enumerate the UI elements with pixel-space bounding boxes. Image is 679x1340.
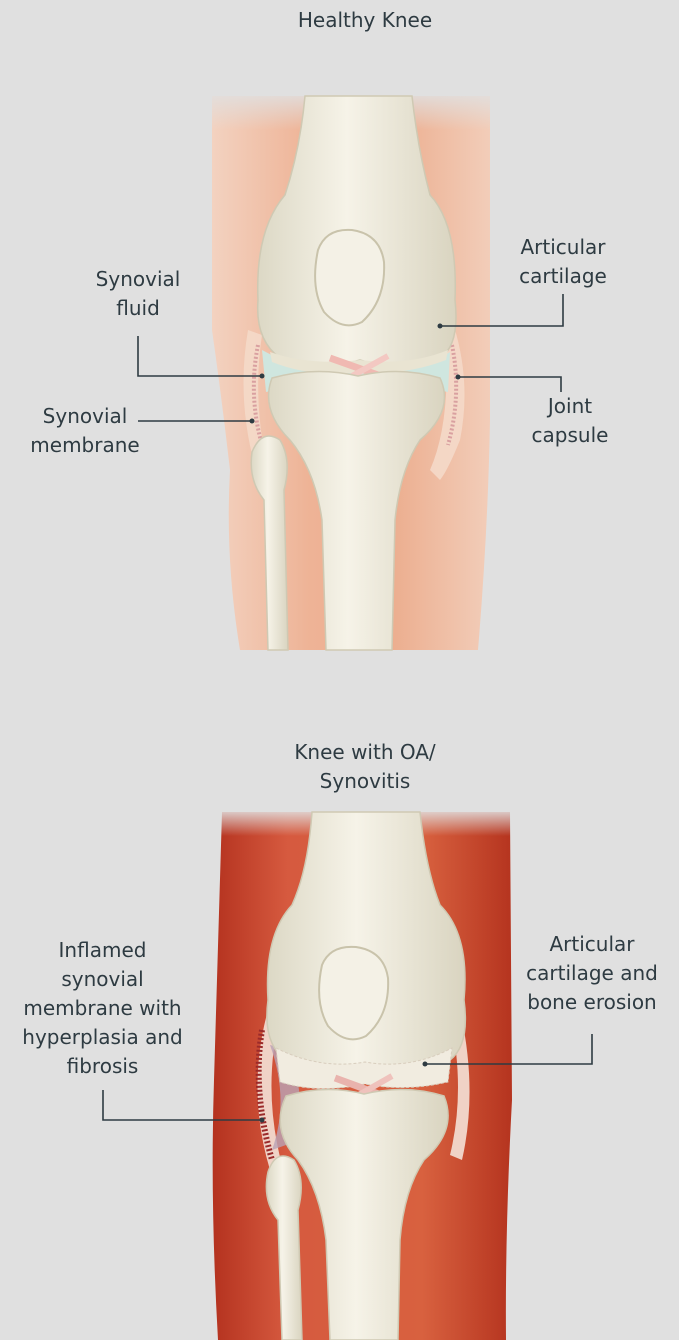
label-joint-capsule: Joint capsule bbox=[510, 392, 630, 450]
label-articular-cartilage: Articular cartilage bbox=[503, 233, 623, 291]
label-synovial-membrane: Synovial membrane bbox=[25, 402, 145, 460]
label-cartilage-erosion: Articular cartilage and bone erosion bbox=[516, 930, 668, 1017]
label-synovial-fluid: Synovial fluid bbox=[78, 265, 198, 323]
oa-knee-title: Knee with OA/ Synovitis bbox=[255, 738, 475, 796]
label-inflamed-membrane: Inflamed synovial membrane with hyperpla… bbox=[10, 936, 195, 1081]
